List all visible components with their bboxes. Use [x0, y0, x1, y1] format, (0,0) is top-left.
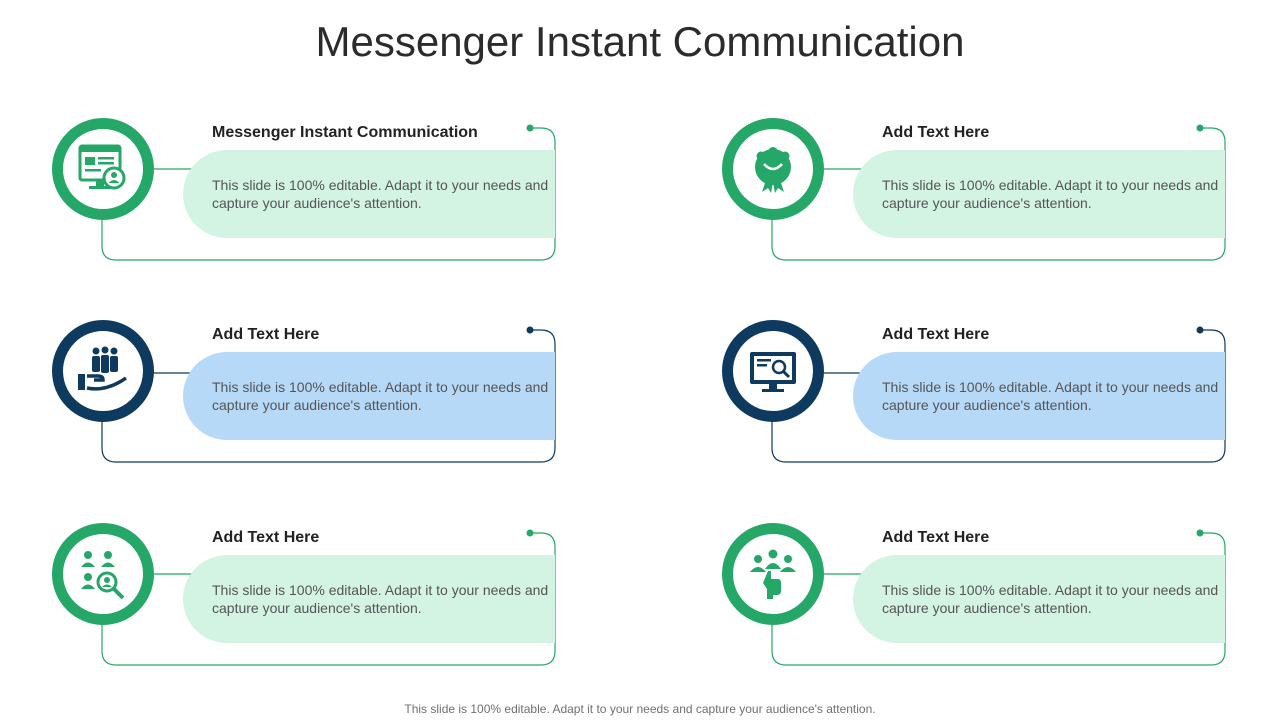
card-2: Add Text Here This slide is 100% editabl… [722, 118, 1232, 268]
card-frame [771, 529, 1226, 666]
card-heading: Add Text Here [212, 326, 320, 343]
team-award-icon [755, 147, 791, 193]
card-frame [101, 529, 556, 666]
card-text-box [183, 555, 555, 643]
card-1: Messenger Instant Communication This sli… [52, 118, 562, 268]
card-3: Add Text Here This slide is 100% editabl… [52, 320, 562, 470]
card-heading: Add Text Here [882, 326, 990, 343]
card-text-box [183, 352, 555, 440]
slide-title: Messenger Instant Communication [315, 18, 965, 65]
card-5: Add Text Here This slide is 100% editabl… [52, 523, 562, 673]
slide-footer: This slide is 100% editable. Adapt it to… [404, 702, 876, 716]
card-frame [101, 326, 556, 463]
card-6: Add Text Here This slide is 100% editabl… [722, 523, 1232, 673]
card-description: This slide is 100% editable. Adapt it to… [212, 177, 549, 211]
icon-circle [722, 320, 824, 422]
card-description: This slide is 100% editable. Adapt it to… [212, 582, 549, 616]
team-hand-icon [78, 346, 128, 391]
people-search-icon [81, 551, 125, 600]
card-heading: Add Text Here [212, 529, 320, 546]
card-text-box [853, 150, 1225, 238]
card-frame [101, 124, 556, 261]
icon-circle [52, 320, 154, 422]
monitor-analytics-icon [750, 352, 796, 392]
card-text-box [853, 555, 1225, 643]
card-description: This slide is 100% editable. Adapt it to… [882, 582, 1219, 616]
card-text-box [183, 150, 555, 238]
website-user-icon [78, 144, 126, 190]
card-heading: Add Text Here [882, 124, 990, 141]
card-description: This slide is 100% editable. Adapt it to… [212, 379, 549, 413]
icon-circle [52, 118, 154, 220]
card-description: This slide is 100% editable. Adapt it to… [882, 177, 1219, 211]
card-heading: Messenger Instant Communication [212, 124, 478, 141]
card-frame [771, 326, 1226, 463]
card-description: This slide is 100% editable. Adapt it to… [882, 379, 1219, 413]
icon-circle [52, 523, 154, 625]
card-heading: Add Text Here [882, 529, 990, 546]
card-text-box [853, 352, 1225, 440]
team-selection-icon [750, 549, 796, 599]
icon-circle [722, 118, 824, 220]
icon-circle [722, 523, 824, 625]
card-4: Add Text Here This slide is 100% editabl… [722, 320, 1232, 470]
card-frame [771, 124, 1226, 261]
